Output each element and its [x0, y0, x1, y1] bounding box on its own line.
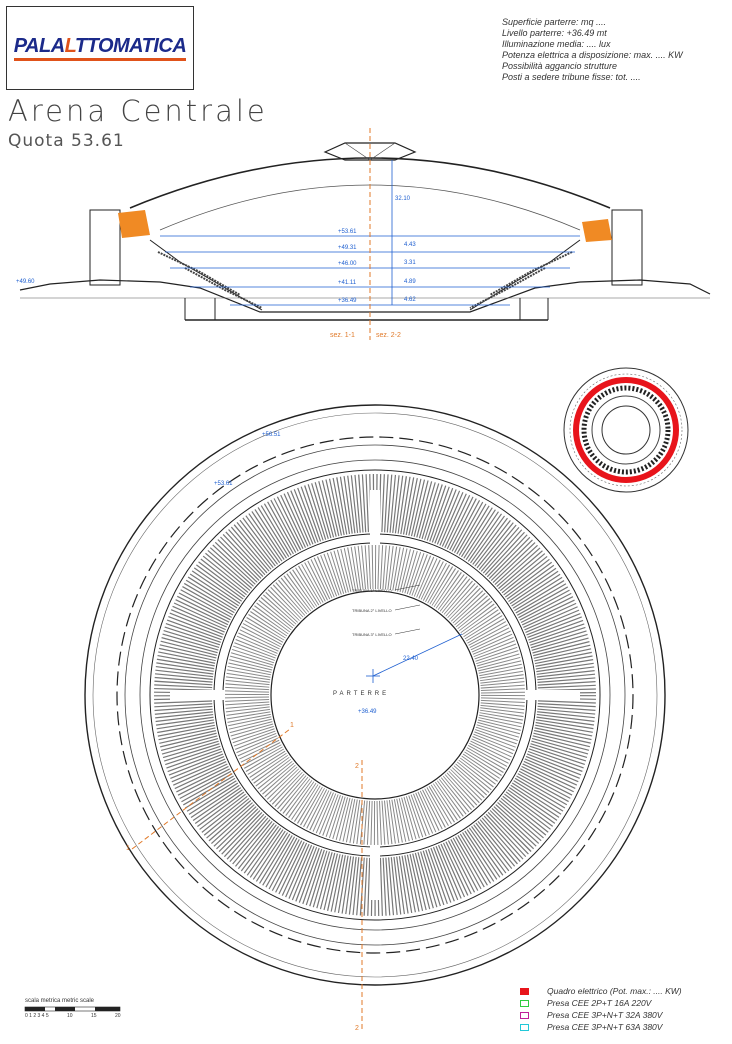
scale-tick-4: 20	[115, 1013, 121, 1019]
plan-radius: 22.40	[403, 656, 419, 662]
section-dim-2: 4.43	[404, 242, 416, 248]
scale-label: scala metrica metric scale	[25, 998, 95, 1004]
spec-power: Potenza elettrica a disposizione: max. .…	[502, 50, 683, 60]
vomitory-gaps	[170, 490, 580, 900]
legend-swatch-63a	[520, 1023, 529, 1031]
tribune-label-1: TRIBUNA 1° LIVELLO	[352, 588, 392, 593]
logo: PALALTTOMATICA	[13, 35, 187, 61]
logo-box: PALALTTOMATICA	[6, 6, 194, 90]
section-dim-1: 32.10	[395, 196, 411, 202]
section-level-3: +46.00	[338, 261, 357, 267]
arena-plan: +56.51 +53.61 TRIBUNA 1° LIVELLO TRIBUNA…	[84, 404, 666, 1032]
logo-part-ottomatica: TTOMATICA	[74, 35, 187, 57]
scale-tick-3: 15	[91, 1013, 97, 1019]
section-dim-4: 4.89	[404, 279, 416, 285]
legend-label-16a: Presa CEE 2P+T 16A 220V	[547, 998, 652, 1008]
parterre-label: PARTERRE	[333, 691, 389, 697]
parterre-level: +36.49	[358, 709, 377, 715]
scale-bar	[24, 1006, 121, 1012]
section-dim-3: 3.31	[404, 260, 416, 266]
cut-marker-1a: 1	[126, 845, 130, 852]
right-light-gantry	[582, 219, 612, 242]
spec-surface: Superficie parterre: mq ....	[502, 17, 607, 27]
legend-item: Presa CEE 3P+N+T 32A 380V	[520, 1009, 730, 1021]
key-plan-highlight-ring	[573, 377, 679, 483]
legend-label-32a: Presa CEE 3P+N+T 32A 380V	[547, 1010, 663, 1020]
dome-roof	[129, 157, 611, 209]
section-level-1: +53.61	[338, 229, 357, 235]
legend-label-panel: Quadro elettrico (Pot. max.: .... KW)	[547, 986, 682, 996]
spec-lighting: Illuminazione media: .... lux	[502, 39, 611, 49]
spec-level: Livello parterre: +36.49 mt	[502, 28, 607, 38]
cut-marker-1b: 1	[290, 722, 294, 729]
radius-line	[372, 633, 463, 677]
legend-swatch-16a	[520, 999, 529, 1007]
scale-tick-2: 10	[67, 1013, 73, 1019]
logo-part-l: L	[64, 35, 76, 57]
page-subtitle: Quota 53.61	[8, 131, 125, 151]
legend: Quadro elettrico (Pot. max.: .... KW) Pr…	[520, 985, 730, 1033]
scale-tick-1: 0 1 2 3 4 5	[25, 1013, 49, 1019]
page-title: Arena Centrale	[8, 94, 268, 128]
section-level-4: +41.11	[338, 280, 357, 286]
dome-roof-inner	[159, 184, 581, 231]
scale-ticks: 0 1 2 3 4 5 10 15 20	[25, 1013, 135, 1019]
cut-label-1: sez. 1-1	[330, 332, 355, 339]
left-light-gantry	[118, 210, 150, 238]
cut-marker-2a: 2	[355, 763, 359, 770]
cut-line-1	[131, 728, 291, 850]
legend-item: Presa CEE 2P+T 16A 220V	[520, 997, 730, 1009]
side-elevation-label: +49.60	[16, 279, 35, 285]
section-level-2: +49.31	[338, 245, 357, 251]
section-dim-5: 4.62	[404, 297, 416, 303]
specs-block: Superficie parterre: mq .... Livello par…	[502, 17, 728, 83]
key-plan	[563, 367, 689, 493]
cut-marker-2b: 2	[355, 1025, 359, 1032]
spec-seats: Posti a sedere tribune fisse: tot. ....	[502, 72, 641, 82]
spec-rigging: Possibilità aggancio strutture	[502, 61, 618, 71]
plan-level-outer: +56.51	[262, 432, 281, 438]
legend-item: Presa CEE 3P+N+T 63A 380V	[520, 1021, 730, 1033]
legend-swatch-panel	[520, 987, 529, 995]
legend-swatch-32a	[520, 1011, 529, 1019]
cut-label-2: sez. 2-2	[376, 332, 401, 339]
legend-label-63a: Presa CEE 3P+N+T 63A 380V	[547, 1022, 663, 1032]
tribune-label-2: TRIBUNA 2° LIVELLO	[352, 608, 392, 613]
legend-item: Quadro elettrico (Pot. max.: .... KW)	[520, 985, 730, 997]
plan-level-inner: +53.61	[214, 481, 233, 487]
section-view: +53.61 +49.31 +46.00 +41.11 +36.49 32.10…	[16, 128, 711, 340]
section-level-5: +36.49	[338, 298, 357, 304]
tribune-label-3: TRIBUNA 3° LIVELLO	[352, 632, 392, 637]
ground-line	[19, 279, 711, 313]
logo-part-pala: PALA	[13, 35, 65, 57]
